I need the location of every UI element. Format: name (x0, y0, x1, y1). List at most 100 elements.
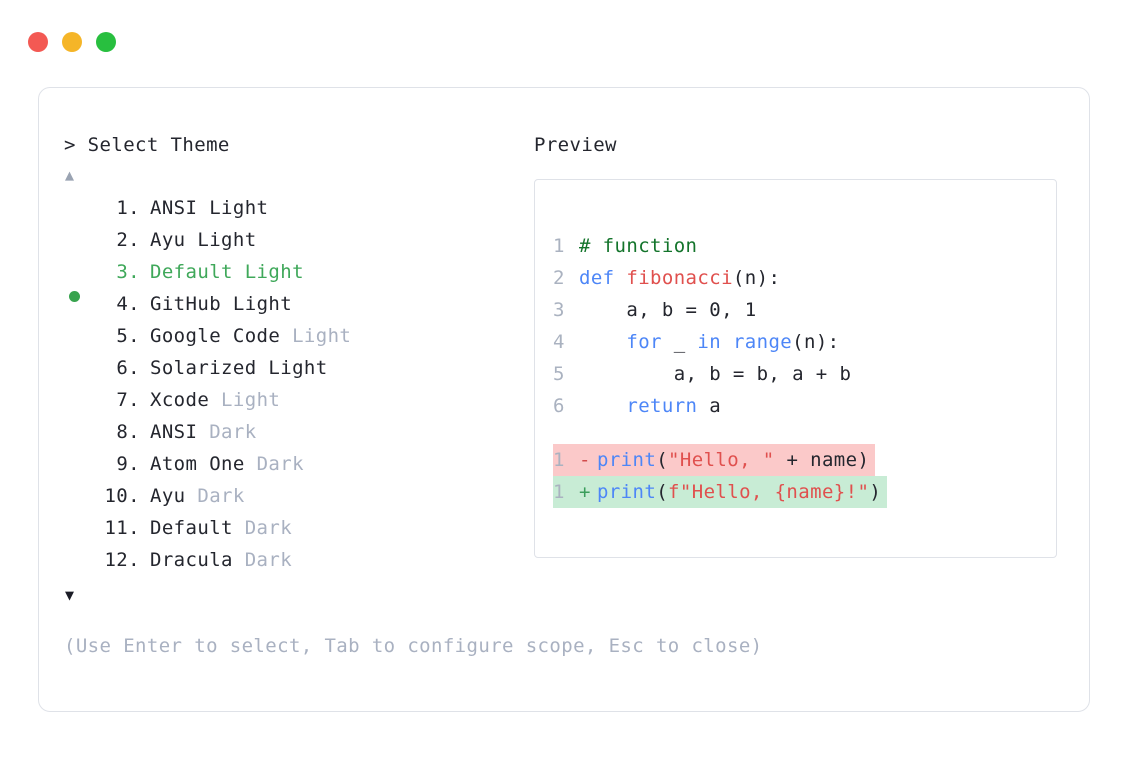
code-line: 4 for _ in range(n): (553, 326, 1056, 358)
code-token: ) (869, 481, 882, 503)
theme-item-number: 2. (116, 229, 140, 251)
code-token: print (597, 449, 657, 471)
scroll-down-icon[interactable]: ▼ (65, 586, 75, 604)
theme-list-item[interactable]: 2.Ayu Light (64, 224, 534, 256)
code-token: def (579, 267, 627, 289)
theme-item-name: Default Light (140, 256, 304, 288)
line-number: 1 (553, 481, 565, 503)
theme-item-basename: Atom One (150, 453, 245, 475)
code-token: return (626, 395, 698, 417)
theme-item-number: 4. (116, 293, 140, 315)
code-token: print (597, 481, 657, 503)
theme-list-item[interactable]: 9.Atom One Dark (64, 448, 534, 480)
window-traffic-lights (28, 32, 116, 52)
code-token: f"Hello, {name}!" (668, 481, 870, 503)
code-token: a (697, 395, 722, 417)
theme-list-item[interactable]: 8.ANSI Dark (64, 416, 534, 448)
theme-item-number: 5. (116, 325, 140, 347)
code-line-text: # function (579, 230, 697, 262)
theme-item-variant: Dark (209, 421, 257, 443)
theme-item-variant: Light (197, 229, 257, 251)
theme-item-number: 11. (104, 517, 140, 539)
code-line: 1 # function (553, 230, 1056, 262)
theme-list-item[interactable]: 5.Google Code Light (64, 320, 534, 352)
theme-item-basename: Ayu (150, 229, 186, 251)
theme-item-name: Solarized Light (140, 352, 328, 384)
theme-item-variant: Light (268, 357, 328, 379)
window-maximize-button[interactable] (96, 32, 116, 52)
code-line-text: a, b = b, a + b (579, 358, 851, 390)
code-token: in range (697, 331, 793, 353)
theme-item-basename: Xcode (150, 389, 210, 411)
window-minimize-button[interactable] (62, 32, 82, 52)
theme-item-basename: Default (150, 261, 233, 283)
code-token: (n): (792, 331, 840, 353)
theme-item-basename: Default (150, 517, 233, 539)
theme-list-item[interactable]: 7.Xcode Light (64, 384, 534, 416)
theme-item-name: Ayu Dark (140, 480, 245, 512)
theme-item-basename: ANSI (150, 197, 198, 219)
theme-item-name: ANSI Dark (140, 416, 257, 448)
theme-item-variant: Light (209, 197, 269, 219)
theme-item-basename: Dracula (150, 549, 233, 571)
window-close-button[interactable] (28, 32, 48, 52)
code-token: a, b = b, a + b (579, 363, 852, 385)
diff-sign: + (579, 481, 591, 503)
code-line-text: def fibonacci(n): (579, 262, 780, 294)
theme-item-name: Ayu Light (140, 224, 257, 256)
code-token (579, 395, 626, 417)
code-line-text: for _ in range(n): (579, 326, 840, 358)
theme-item-number: 12. (104, 549, 140, 571)
code-line: 6 return a (553, 390, 1056, 422)
theme-item-basename: GitHub (150, 293, 222, 315)
theme-item-name: GitHub Light (140, 288, 292, 320)
selected-bullet-icon (69, 291, 80, 302)
code-token (579, 331, 626, 353)
theme-item-number: 1. (116, 197, 140, 219)
keyboard-hint: (Use Enter to select, Tab to configure s… (64, 635, 763, 657)
theme-list-item[interactable]: 3.Default Light (64, 256, 534, 302)
theme-item-variant: Light (232, 293, 293, 315)
theme-list-item[interactable]: 6.Solarized Light (64, 352, 534, 384)
line-number: 4 (553, 331, 565, 353)
code-token: ( (656, 449, 669, 471)
code-token: _ (661, 331, 698, 353)
diff-line-text: print("Hello, " + name) (597, 444, 869, 476)
theme-item-name: ANSI Light (140, 192, 268, 224)
line-number: 1 (553, 235, 565, 257)
code-token: "Hello, " (668, 449, 775, 471)
theme-item-basename: Ayu (150, 485, 186, 507)
code-line-text: a, b = 0, 1 (579, 294, 757, 326)
theme-item-basename: ANSI (150, 421, 198, 443)
scroll-up-icon[interactable]: ▲ (65, 166, 75, 184)
theme-item-variant: Dark (244, 517, 293, 539)
line-number: 1 (553, 449, 565, 471)
line-number: 2 (553, 267, 565, 289)
code-token: # function (579, 235, 698, 257)
code-token: fibonacci (626, 267, 733, 289)
theme-item-name: Dracula Dark (140, 544, 292, 576)
code-token: (n): (732, 267, 781, 289)
theme-list-item[interactable]: 1.ANSI Light (64, 192, 534, 224)
diff-lines: 1-print("Hello, " + name)1+print(f"Hello… (553, 444, 1056, 508)
theme-item-number: 3. (116, 261, 140, 283)
theme-list-item[interactable]: 10.Ayu Dark (64, 480, 534, 512)
theme-item-variant: Light (244, 261, 304, 283)
code-token: + name) (774, 449, 870, 471)
theme-item-number: 10. (104, 485, 140, 507)
line-number: 3 (553, 299, 565, 321)
theme-list-item[interactable]: 12.Dracula Dark (64, 544, 534, 576)
theme-list-item[interactable]: 4.GitHub Light (64, 288, 534, 320)
code-line: 3 a, b = 0, 1 (553, 294, 1056, 326)
theme-list-item[interactable]: 11. Default Dark (64, 512, 534, 544)
theme-item-number: 6. (116, 357, 140, 379)
diff-sign: - (579, 449, 591, 471)
theme-item-number: 9. (116, 453, 140, 475)
theme-item-number: 7. (116, 389, 140, 411)
code-line: 5 a, b = b, a + b (553, 358, 1056, 390)
